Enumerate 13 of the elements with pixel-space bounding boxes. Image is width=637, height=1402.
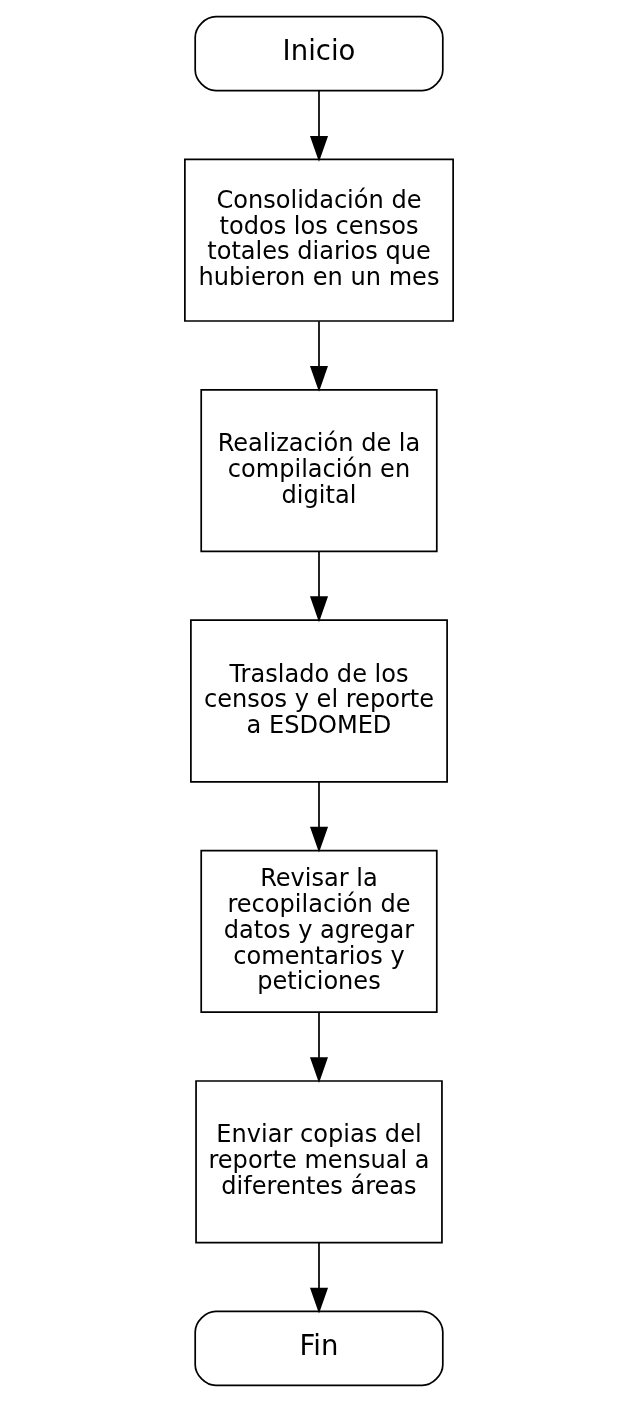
node-box: Inicio (193, 15, 444, 92)
arrow (309, 550, 328, 623)
arrow (309, 320, 328, 392)
node-box: Enviar copias del reporte mensual a diferentes áreas (194, 1080, 443, 1244)
node-box: Traslado de los censos y el reporte a ESDOMED (189, 619, 448, 783)
node-box: Revisar la recopilación de datos y agregar comentarios y peticiones (199, 849, 438, 1014)
node-box: Fin (193, 1310, 444, 1387)
arrow (309, 1011, 328, 1083)
arrow (309, 89, 328, 162)
arrow (309, 781, 328, 853)
arrow (309, 1241, 328, 1314)
node-box: Consolidación de todos los censos totales diarios que hubieron en un mes (183, 158, 454, 322)
node-box: Realización de la compilación en digital (199, 388, 438, 553)
